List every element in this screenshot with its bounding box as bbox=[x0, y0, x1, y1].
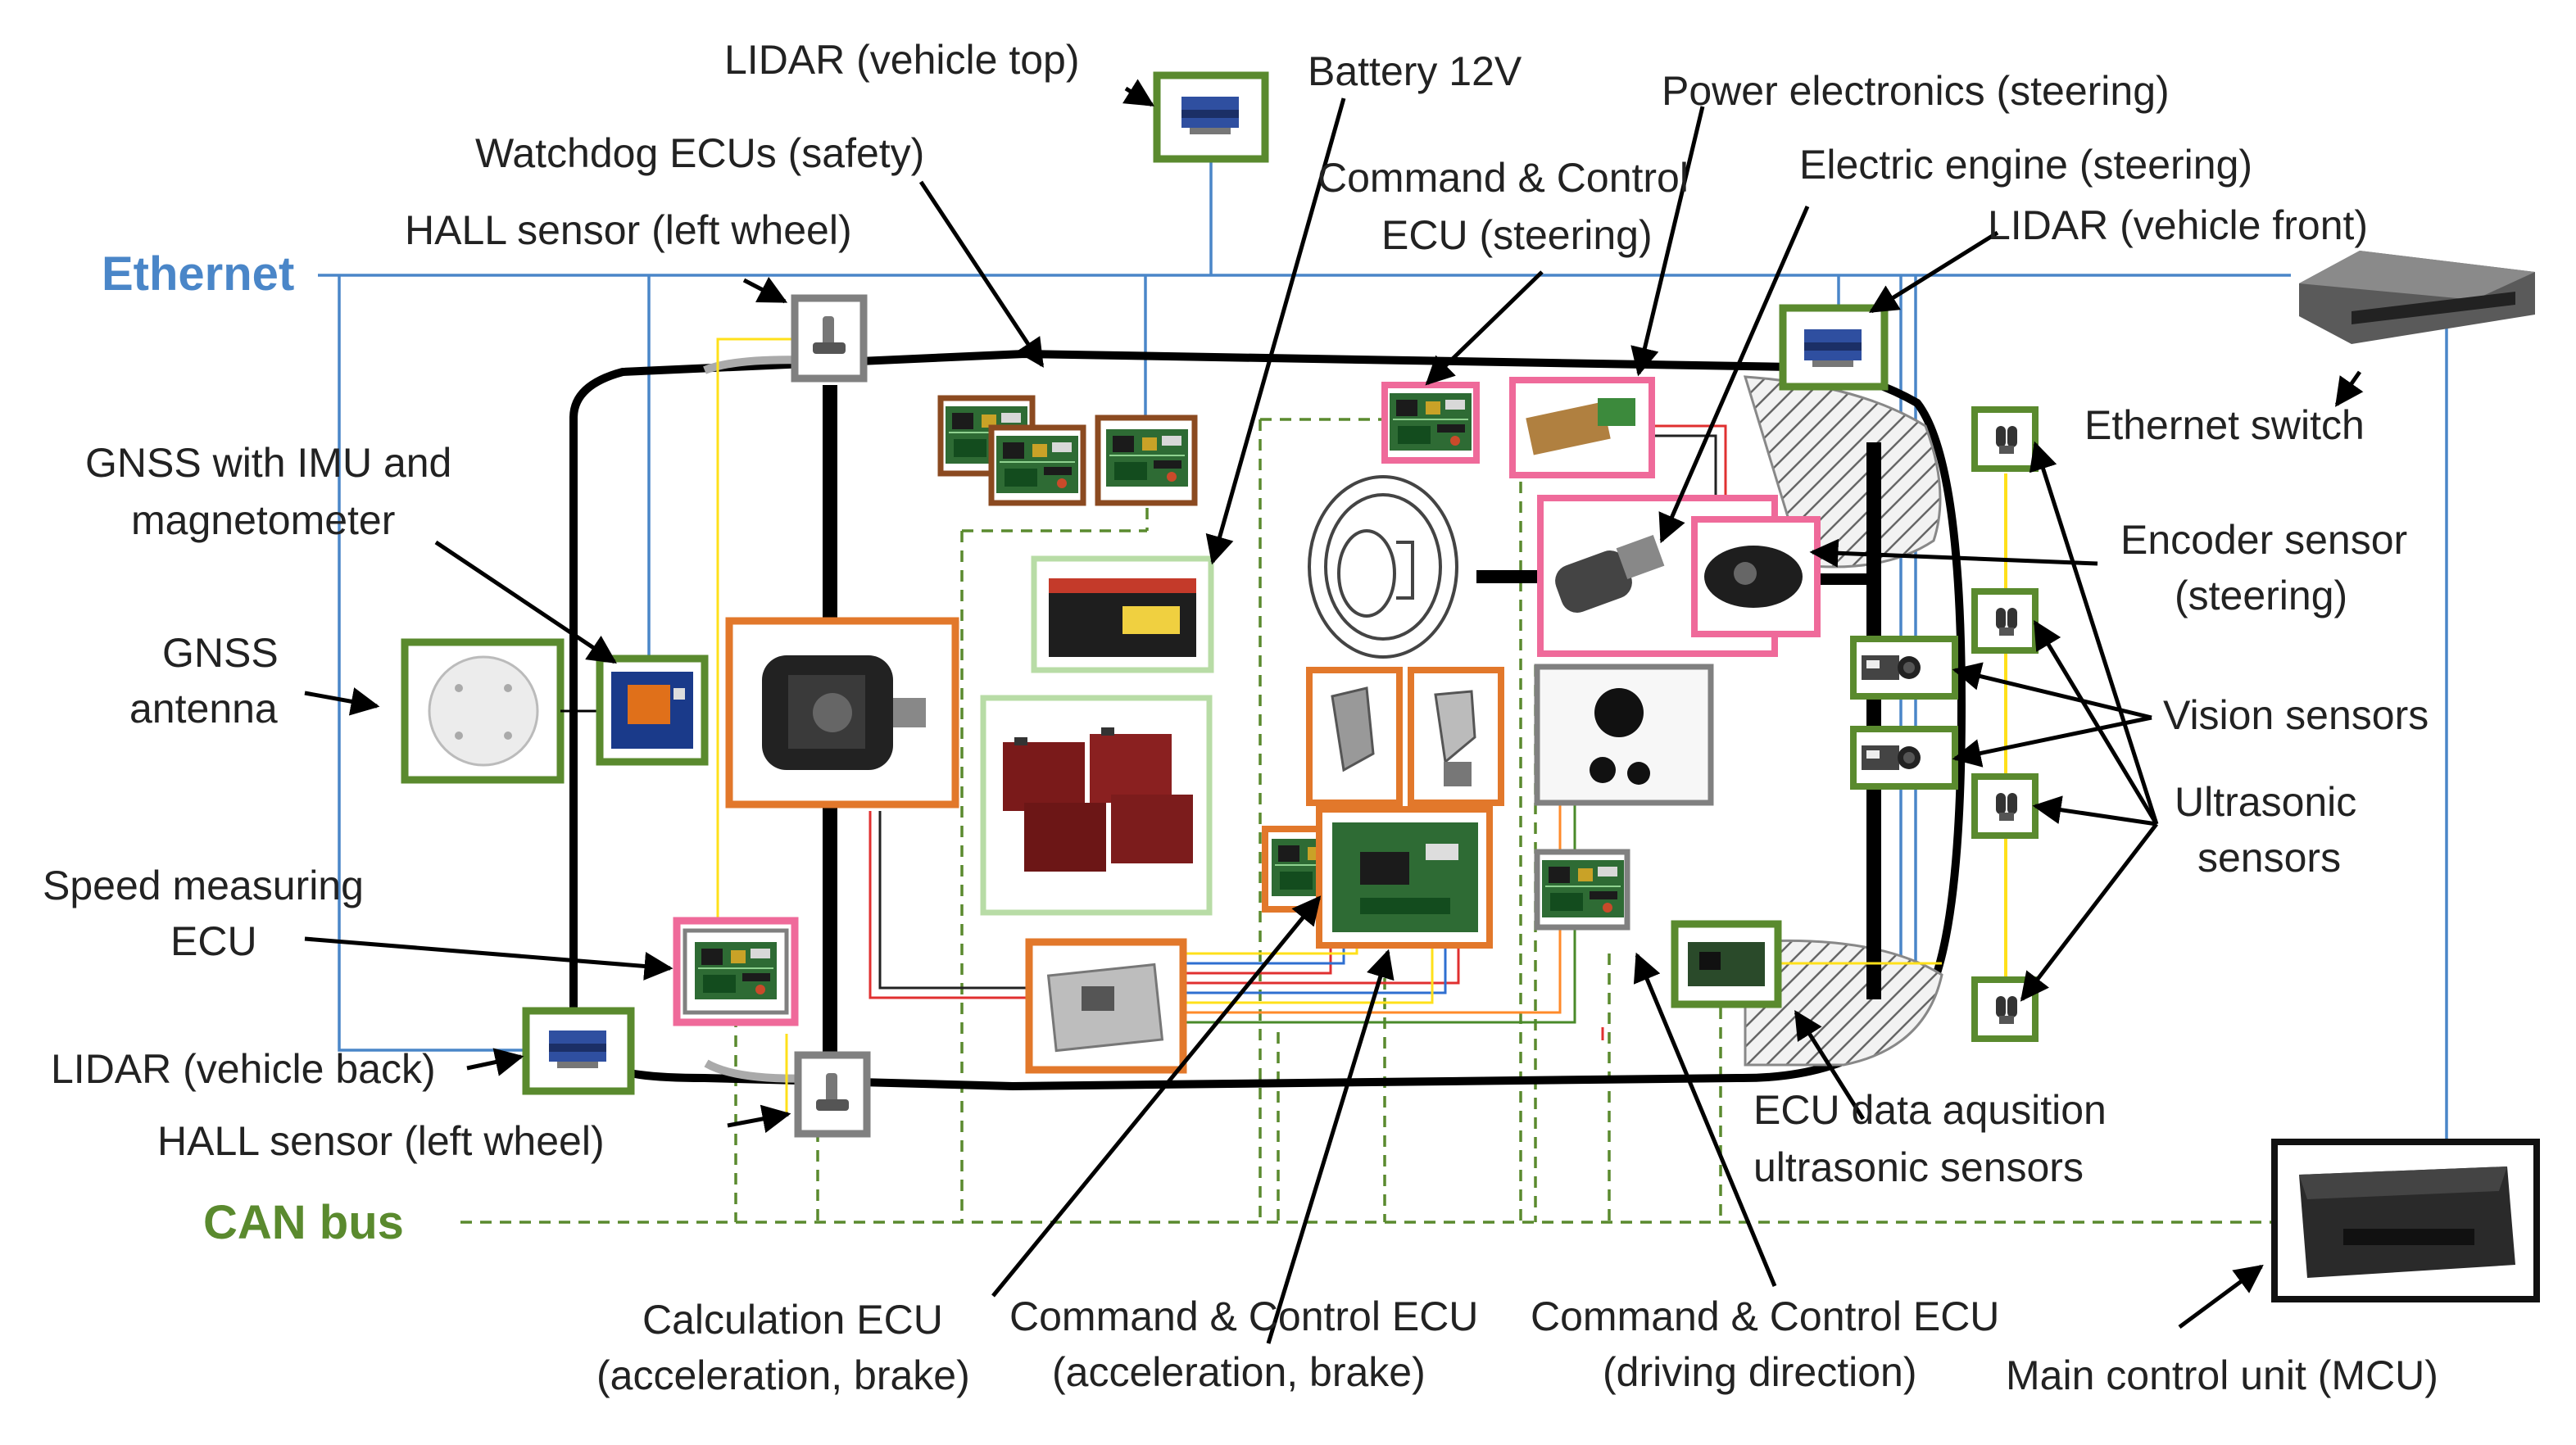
label-calc-2: (acceleration, brake) bbox=[596, 1352, 970, 1398]
speed-measuring-ecu bbox=[673, 917, 799, 1026]
steering-wheel-icon bbox=[1308, 475, 1458, 659]
annotation-arrows bbox=[304, 79, 2364, 1344]
label-hall-top: HALL sensor (left wheel) bbox=[405, 207, 852, 253]
mcu-box-icon bbox=[2299, 1166, 2515, 1278]
camera-icon bbox=[1862, 745, 1921, 770]
traction-batteries bbox=[980, 695, 1213, 916]
label-encoder-1: Encoder sensor bbox=[2120, 517, 2407, 563]
label-ultrasonic-2: sensors bbox=[2197, 835, 2341, 881]
gnss-imu-magnetometer bbox=[596, 655, 709, 766]
ethernet-bus-label: Ethernet bbox=[102, 247, 294, 301]
lidar-vehicle-front bbox=[1779, 304, 1889, 391]
label-speed-2: ECU bbox=[170, 918, 257, 964]
label-ecu-daq-1: ECU data aqusition bbox=[1753, 1087, 2107, 1133]
cc-ecu-steering bbox=[1381, 382, 1480, 464]
traction-battery-icon bbox=[1003, 727, 1193, 872]
ultrasonic-sensor-icon bbox=[1989, 788, 2022, 824]
ecu-board-icon bbox=[1105, 428, 1189, 487]
ultrasonic-sensor-3 bbox=[1971, 773, 2039, 839]
pedal-icon bbox=[1331, 686, 1375, 772]
gnss-antenna-icon bbox=[428, 655, 539, 767]
ethernet-switch bbox=[2299, 251, 2535, 344]
steering-wheel bbox=[1308, 475, 1458, 659]
can-bus-label: CAN bus bbox=[203, 1196, 404, 1249]
vision-sensor-1 bbox=[1850, 636, 1958, 700]
label-gnss-imu-2: magnetometer bbox=[131, 497, 395, 543]
label-calc-1: Calculation ECU bbox=[642, 1297, 943, 1343]
label-cc-steering-2: ECU (steering) bbox=[1381, 212, 1653, 258]
label-cc-dir-2: (driving direction) bbox=[1603, 1349, 1916, 1395]
watchdog-ecus bbox=[937, 395, 1198, 506]
label-cc-accel-1: Command & Control ECU bbox=[1009, 1293, 1478, 1339]
lidar-vehicle-top bbox=[1153, 71, 1269, 163]
label-watchdog: Watchdog ECUs (safety) bbox=[475, 130, 924, 176]
label-hall-bottom: HALL sensor (left wheel) bbox=[157, 1118, 605, 1164]
pedal-brake bbox=[1408, 667, 1504, 806]
main-control-unit bbox=[2271, 1139, 2540, 1302]
label-power-electronics: Power electronics (steering) bbox=[1662, 68, 2170, 114]
driving-direction-selector bbox=[1534, 664, 1714, 806]
label-lidar-back: LIDAR (vehicle back) bbox=[51, 1046, 436, 1092]
lidar-icon bbox=[1804, 329, 1862, 367]
lidar-vehicle-back bbox=[522, 1007, 635, 1095]
lidar-icon bbox=[1181, 97, 1239, 134]
ultrasonic-sensor-2 bbox=[1971, 588, 2039, 654]
ethernet-bus bbox=[318, 147, 2448, 1140]
pedal-accelerator bbox=[1306, 667, 1403, 806]
ecu-board-icon bbox=[995, 435, 1079, 494]
electric-motor bbox=[725, 617, 959, 809]
label-battery: Battery 12V bbox=[1308, 48, 1522, 94]
label-electric-engine: Electric engine (steering) bbox=[1799, 142, 2252, 188]
encoder-sensor-steering bbox=[1691, 516, 1821, 637]
label-cc-dir-1: Command & Control ECU bbox=[1531, 1293, 1999, 1339]
ultrasonic-sensor-1 bbox=[1971, 406, 2039, 472]
label-ultrasonic-1: Ultrasonic bbox=[2175, 779, 2356, 825]
label-gnss-antenna-1: GNSS bbox=[162, 630, 279, 676]
label-lidar-top: LIDAR (vehicle top) bbox=[724, 37, 1080, 83]
motor-controller bbox=[1025, 938, 1187, 1074]
cc-ecu-driving-direction bbox=[1534, 849, 1630, 931]
lidar-icon bbox=[549, 1031, 606, 1068]
label-gnss-antenna-2: antenna bbox=[129, 686, 278, 732]
label-ethernet-switch: Ethernet switch bbox=[2084, 402, 2365, 448]
ecu-board-icon bbox=[1541, 859, 1625, 918]
label-gnss-imu-1: GNSS with IMU and bbox=[85, 440, 451, 486]
label-cc-accel-2: (acceleration, brake) bbox=[1052, 1349, 1426, 1395]
hall-sensor-top bbox=[791, 294, 868, 383]
label-ecu-daq-2: ultrasonic sensors bbox=[1753, 1144, 2084, 1190]
ecu-data-acquisition-ultrasonic bbox=[1671, 920, 1782, 1008]
electric-motor-icon bbox=[762, 655, 926, 770]
ultrasonic-sensor-icon bbox=[1989, 421, 2022, 457]
label-cc-steering-1: Command & Control bbox=[1317, 155, 1689, 201]
label-speed-1: Speed measuring bbox=[43, 863, 364, 908]
hall-sensor-bottom bbox=[794, 1051, 871, 1138]
label-mcu: Main control unit (MCU) bbox=[2006, 1352, 2438, 1398]
ultrasonic-sensor-icon bbox=[1989, 991, 2022, 1027]
pedal-icon bbox=[1434, 690, 1476, 764]
power-electronics-steering bbox=[1509, 377, 1655, 478]
camera-icon bbox=[1862, 655, 1921, 680]
battery-12v bbox=[1031, 555, 1214, 673]
vision-sensor-2 bbox=[1850, 726, 1958, 790]
ultrasonic-sensor-4 bbox=[1971, 976, 2039, 1042]
cc-ecu-acceleration-brake bbox=[1316, 806, 1493, 949]
label-vision: Vision sensors bbox=[2163, 692, 2429, 738]
ecu-board-icon bbox=[694, 941, 778, 1000]
ecu-board-icon bbox=[1389, 392, 1472, 451]
ethernet-switch-icon bbox=[2299, 251, 2535, 344]
label-lidar-front: LIDAR (vehicle front) bbox=[1988, 202, 2368, 248]
label-encoder-2: (steering) bbox=[2175, 573, 2347, 618]
gnss-antenna bbox=[401, 638, 600, 784]
labels: Ethernet CAN bus LIDAR (vehicle top) Bat… bbox=[43, 37, 2438, 1398]
ultrasonic-sensor-icon bbox=[1989, 603, 2022, 639]
